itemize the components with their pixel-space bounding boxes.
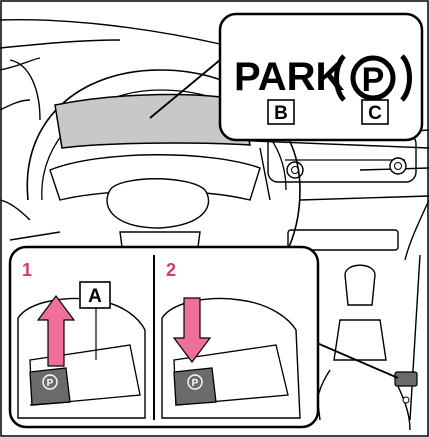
step-2-switch-p-symbol: P	[192, 378, 199, 389]
park-text: PARK	[234, 55, 344, 99]
label-a: A	[88, 286, 102, 307]
knob-left-icon	[287, 162, 303, 178]
step-1-number: 1	[22, 260, 32, 280]
step-1-switch: P	[18, 299, 145, 418]
label-c: C	[368, 103, 382, 124]
step-1-switch-p-symbol: P	[47, 378, 54, 389]
knob-right-icon	[390, 158, 406, 174]
parking-brake-symbol-letter: P	[362, 61, 385, 99]
step-2-number: 2	[166, 260, 176, 280]
steering-hub-center	[107, 179, 209, 228]
label-b: B	[274, 103, 288, 124]
step-2-switch: P	[162, 299, 300, 418]
console-dot-icon	[403, 397, 409, 403]
console-switch-location	[395, 372, 417, 386]
